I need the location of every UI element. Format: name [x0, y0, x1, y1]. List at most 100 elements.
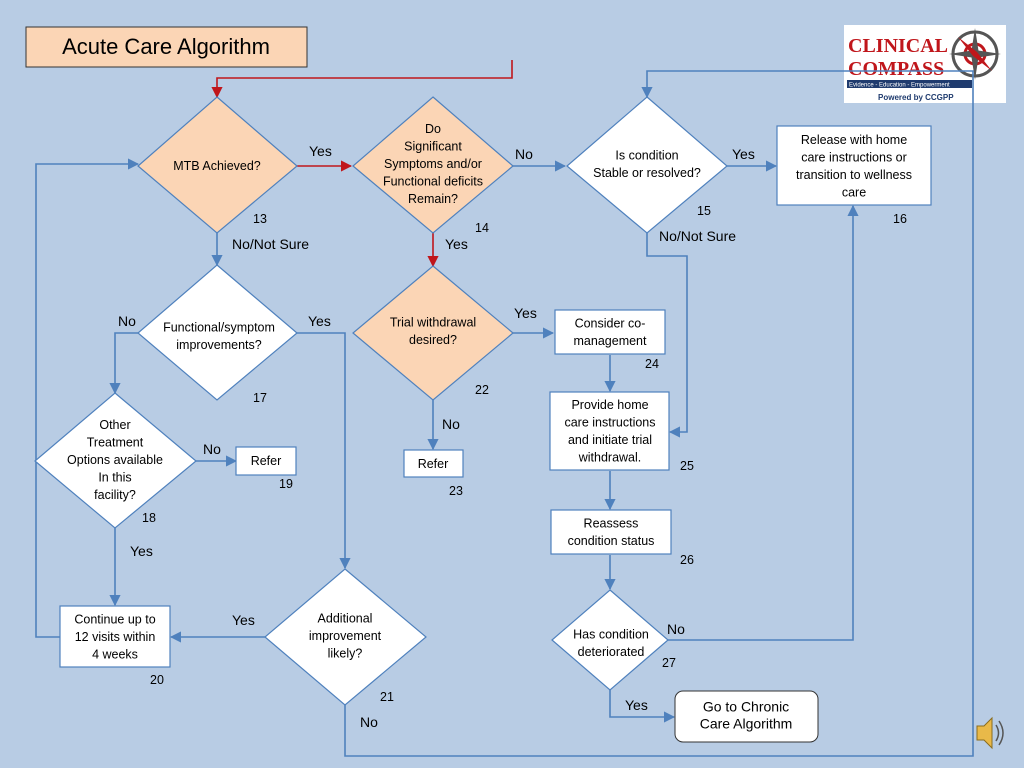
edge-17-to-21 [297, 332, 351, 570]
node-text-line: and initiate trial [568, 433, 652, 447]
num-26: 26 [680, 553, 694, 567]
label-18-20: Yes [130, 543, 153, 559]
node-27-condition-deteriorated: Has condition deteriorated [551, 589, 669, 691]
node-text-line: Functional deficits [383, 175, 483, 189]
edge-27-to-16 [668, 204, 859, 641]
label-18-19: No [203, 441, 221, 457]
node-23-refer: Refer [403, 449, 464, 478]
edge-start-to-13 [211, 60, 513, 99]
num-19: 19 [279, 477, 293, 491]
label-21-20: Yes [232, 612, 255, 628]
num-21: 21 [380, 690, 394, 704]
num-23: 23 [449, 484, 463, 498]
node-text-line: withdrawal. [578, 450, 642, 464]
num-18: 18 [142, 511, 156, 525]
node-19-refer: Refer [235, 446, 297, 476]
label-17-21: Yes [308, 313, 331, 329]
node-22-trial-withdrawal: Trial withdrawal desired? [352, 265, 514, 401]
label-14-22: Yes [445, 236, 468, 252]
page-title: Acute Care Algorithm [62, 34, 270, 59]
node-text-line: Treatment [87, 436, 144, 450]
node-17-functional-improvements: Functional/symptom improvements? [137, 264, 298, 401]
node-text-line: Other [99, 418, 130, 432]
label-21-15: No [360, 714, 378, 730]
node-20-continue-visits: Continue up to 12 visits within 4 weeks [59, 605, 171, 668]
node-text-line: 4 weeks [92, 648, 138, 662]
label-22-24: Yes [514, 305, 537, 321]
speaker-icon[interactable] [976, 716, 1004, 750]
compass-icon [949, 28, 1001, 80]
logo-tagline: Evidence - Education - Empowerment [849, 83, 950, 89]
num-27: 27 [662, 656, 676, 670]
node-text-line: 12 visits within [75, 630, 156, 644]
node-13-mtb-achieved: MTB Achieved? [137, 96, 298, 234]
node-text-line: Go to Chronic [703, 699, 789, 715]
node-text-line: Has condition [573, 627, 649, 641]
svg-text:Refer: Refer [418, 457, 449, 471]
node-text-line: care instructions or [801, 150, 907, 164]
label-15-16: Yes [732, 146, 755, 162]
num-15: 15 [697, 204, 711, 218]
node-text-line: Symptoms and/or [384, 157, 482, 171]
logo-powered: Powered by CCGPP [878, 93, 954, 102]
node-text-line: deteriorated [578, 645, 645, 659]
node-text-line: Continue up to [74, 613, 155, 627]
node-text-line: desired? [409, 333, 457, 347]
node-text-line: Care Algorithm [700, 716, 793, 732]
node-text-line: Remain? [408, 192, 458, 206]
node-text-line: Stable or resolved? [593, 166, 701, 180]
node-text-line: management [574, 334, 647, 348]
node-text-line: likely? [328, 647, 363, 661]
logo-line2: COMPASS [848, 58, 944, 80]
edge-15-to-25 [646, 233, 688, 438]
node-text-line: care instructions [564, 415, 655, 429]
clinical-compass-logo: CLINICAL COMPASS Evidence - Education - … [844, 25, 1006, 103]
label-17-18: No [118, 313, 136, 329]
node-25-provide-home-care: Provide home care instructions and initiat… [549, 391, 670, 471]
label-14-15: No [515, 146, 533, 162]
node-text-line: facility? [94, 488, 136, 502]
node-text-line: In this [98, 471, 131, 485]
num-20: 20 [150, 673, 164, 687]
node-text-line: Refer [418, 457, 449, 471]
title-box: Acute Care Algorithm [25, 26, 308, 68]
num-17: 17 [253, 391, 267, 405]
svg-text:MTB Achieved?: MTB Achieved? [173, 159, 261, 173]
num-24: 24 [645, 357, 659, 371]
num-22: 22 [475, 383, 489, 397]
node-text-line: Trial withdrawal [390, 315, 476, 329]
node-text-line: Reassess [584, 516, 639, 530]
node-24-consider-comanagement: Consider co-management [554, 309, 666, 355]
node-text-line: improvements? [176, 338, 261, 352]
node-text-line: Functional/symptom [163, 320, 275, 334]
edge-27-to-chronic [609, 690, 676, 723]
node-text-line: Significant [404, 140, 462, 154]
node-text-line: transition to wellness [796, 168, 912, 182]
logo-line1: CLINICAL [848, 35, 948, 57]
label-27-16: No [667, 621, 685, 637]
node-text-line: care [842, 185, 866, 199]
node-text-line: Do [425, 122, 441, 136]
label-13-14: Yes [309, 143, 332, 159]
node-text-line: Consider co- [575, 316, 646, 330]
node-text-line: Is condition [615, 148, 678, 162]
node-text-line: improvement [309, 629, 382, 643]
node-text-line: Provide home [571, 398, 648, 412]
label-22-23: No [442, 416, 460, 432]
num-25: 25 [680, 459, 694, 473]
num-14: 14 [475, 221, 489, 235]
edge-21-to-15 [344, 70, 974, 757]
